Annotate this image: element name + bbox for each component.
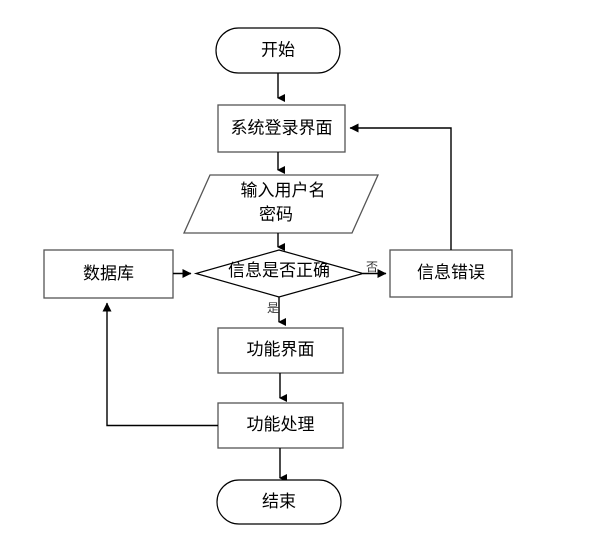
start-label: 开始 [261, 40, 295, 59]
node-info-error[interactable]: 信息错误 [389, 249, 513, 298]
function-interface-label: 功能界面 [247, 340, 315, 359]
node-database[interactable]: 数据库 [43, 249, 174, 299]
node-function-interface[interactable]: 功能界面 [217, 327, 344, 374]
node-end[interactable]: 结束 [216, 479, 342, 525]
end-terminator-shape [216, 479, 342, 525]
node-input-credentials[interactable]: 输入用户名 密码 [182, 174, 380, 234]
info-error-box [389, 249, 513, 298]
login-interface-label: 系统登录界面 [231, 118, 333, 137]
function-interface-box [217, 327, 344, 374]
edge-processing-to-database-feedback [102, 302, 218, 427]
node-login-interface[interactable]: 系统登录界面 [217, 104, 346, 153]
decision-label: 信息是否正确 [228, 261, 330, 280]
login-interface-box [217, 104, 346, 153]
database-label: 数据库 [83, 264, 134, 283]
node-decision-info-correct[interactable]: 信息是否正确 [193, 249, 366, 298]
end-label: 结束 [262, 492, 296, 511]
function-processing-label: 功能处理 [247, 415, 315, 434]
edge-label-yes: 是 [267, 301, 279, 315]
node-function-processing[interactable]: 功能处理 [217, 402, 344, 449]
database-box [43, 249, 174, 299]
input-password-label: 密码 [259, 205, 293, 224]
input-username-label: 输入用户名 [241, 181, 326, 200]
function-processing-box [217, 402, 344, 449]
input-parallelogram-shape [182, 174, 380, 234]
info-error-label: 信息错误 [417, 263, 485, 282]
node-start[interactable]: 开始 [215, 27, 341, 74]
edge-label-no: 否 [366, 260, 378, 274]
edge-error-to-login-feedback [349, 123, 452, 250]
